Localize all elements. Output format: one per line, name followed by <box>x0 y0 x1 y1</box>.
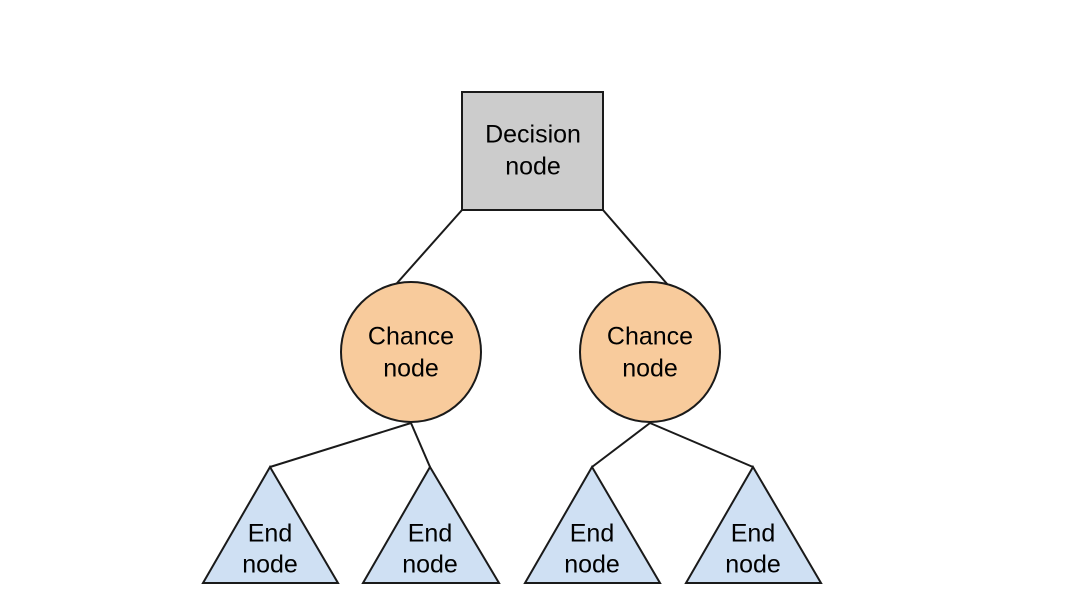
connector-chance-left-to-end-1 <box>269 422 412 468</box>
end-node-2-shape[interactable] <box>361 465 501 584</box>
chance-left-node-label-line1: Chance <box>368 323 454 351</box>
end-node-1-label-line1: End <box>248 520 292 548</box>
end-node-4-shape[interactable] <box>684 465 823 584</box>
node-end-4[interactable]: End node <box>684 465 823 584</box>
end-node-3-label-line1: End <box>570 520 614 548</box>
decision-node-label-line2: node <box>505 153 561 181</box>
connector-chance-left-to-end-2 <box>410 422 431 468</box>
end-node-2-label-line1: End <box>408 520 452 548</box>
connector-chance-right-to-end-3 <box>591 422 651 468</box>
end-node-3-shape[interactable] <box>523 465 662 584</box>
end-node-1-label-line2: node <box>242 551 298 579</box>
decision-node-label-line1: Decision <box>485 121 581 149</box>
chance-left-node-shape[interactable] <box>340 281 482 423</box>
chance-right-node-label-line2: node <box>622 355 678 383</box>
node-chance-left[interactable]: Chance node <box>340 281 482 423</box>
decision-node-shape[interactable] <box>461 91 604 211</box>
end-node-4-label-line2: node <box>725 551 781 579</box>
chance-right-node-label-line1: Chance <box>607 323 693 351</box>
connector-chance-right-to-end-4 <box>649 422 754 468</box>
node-end-1[interactable]: End node <box>201 465 340 584</box>
node-chance-right[interactable]: Chance node <box>579 281 721 423</box>
end-node-3-label-line2: node <box>564 551 620 579</box>
end-node-1-shape[interactable] <box>201 465 340 584</box>
chance-left-node-label-line2: node <box>383 355 439 383</box>
node-end-2[interactable]: End node <box>361 465 501 584</box>
end-node-4-label-line1: End <box>731 520 775 548</box>
node-end-3[interactable]: End node <box>523 465 662 584</box>
end-node-2-label-line2: node <box>402 551 458 579</box>
chance-right-node-shape[interactable] <box>579 281 721 423</box>
connector-group-chance-left <box>269 422 431 468</box>
connector-group-chance-right <box>591 422 754 468</box>
node-decision[interactable]: Decision node <box>461 91 604 211</box>
